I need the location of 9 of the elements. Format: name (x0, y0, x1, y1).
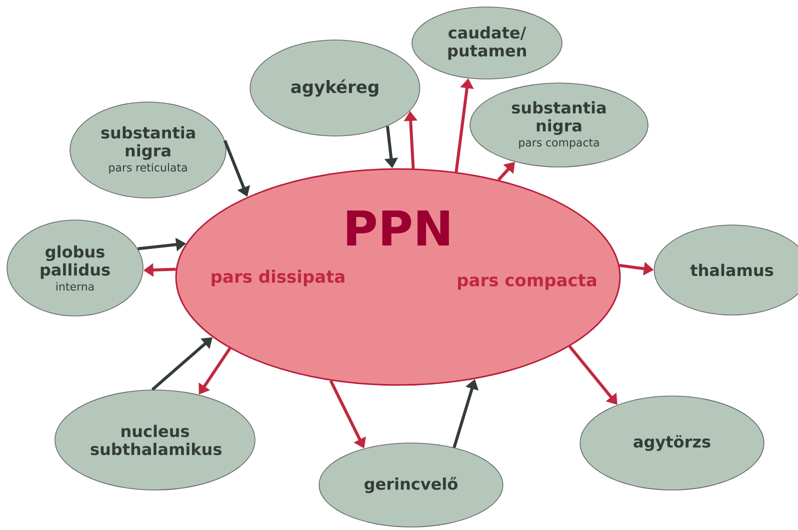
ellipse-node: substantia nigra pars compacta (470, 82, 648, 168)
ellipse-node: caudate/ putamen (412, 6, 562, 80)
ellipse-node: thalamus (654, 224, 798, 316)
ellipse-node: nucleus subthalamikus (54, 390, 256, 490)
ellipse-node: gerincvelő (318, 442, 504, 528)
ellipse-node: substantia nigra pars reticulata (70, 102, 226, 198)
ellipse-node: agytörzs (580, 396, 764, 490)
ellipse-node: globus pallidus interna (6, 220, 144, 316)
ellipse-node: agykéreg (250, 40, 420, 136)
